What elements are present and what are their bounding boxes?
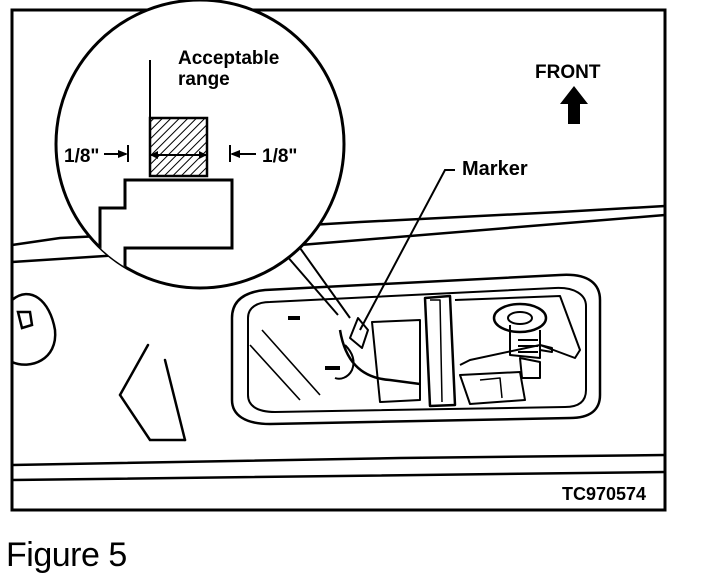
latch-housing <box>230 273 602 426</box>
marker-leader <box>359 169 455 331</box>
frame-border <box>10 8 667 512</box>
figure-code-label: TC970574 <box>562 484 646 504</box>
front-label: FRONT <box>535 62 601 83</box>
acceptable-range-label-2: range <box>178 69 230 90</box>
figure-caption: Figure 5 <box>6 536 127 574</box>
right-tolerance-label: 1/8" <box>262 146 297 167</box>
figure-frame: Acceptable range 1/8" 1/8" Marker FRONT … <box>10 0 667 512</box>
left-tolerance-label: 1/8" <box>64 146 99 167</box>
detail-inset <box>98 60 256 288</box>
detail-leader <box>285 247 351 319</box>
acceptable-range-label-1: Acceptable <box>178 48 279 69</box>
up-arrow-icon <box>560 86 588 124</box>
marker-label: Marker <box>462 158 528 180</box>
